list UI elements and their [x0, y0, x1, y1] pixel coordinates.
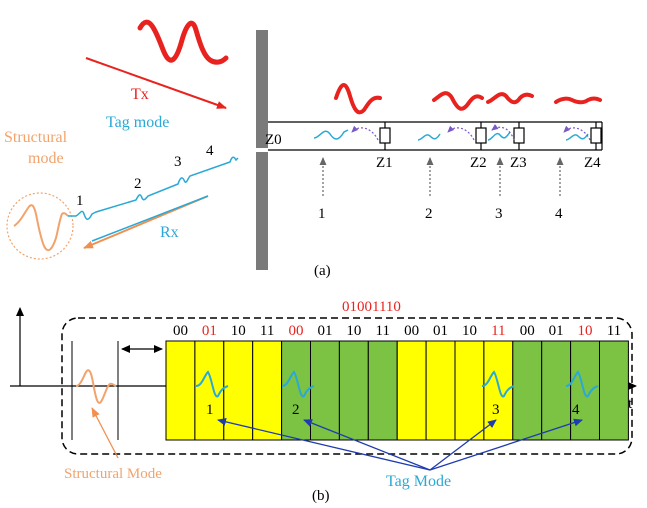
time-axis-label: t — [628, 396, 633, 412]
slot-code-1-0: 00 — [289, 323, 304, 339]
rx-line — [91, 195, 209, 242]
slot-0-0 — [165, 340, 196, 441]
reflect-arrow-2 — [447, 125, 475, 141]
slot-1-3 — [367, 340, 398, 441]
tag-mode-arrow-3 — [429, 419, 497, 471]
slot-code-3-3: 11 — [607, 323, 621, 339]
line-wavelet-4-icon — [565, 133, 589, 141]
load-label-z1: Z1 — [376, 155, 393, 171]
position-number-1: 1 — [318, 206, 326, 222]
antenna-wall-bottom — [256, 152, 268, 270]
echo-number-4: 4 — [206, 143, 214, 159]
slot-code-1-2: 10 — [346, 323, 361, 339]
rx-label: Rx — [160, 224, 179, 241]
antenna-wall-top — [256, 30, 268, 148]
echo-number-1: 1 — [76, 193, 84, 209]
received-trace — [68, 156, 239, 220]
load-label-z3: Z3 — [510, 155, 527, 171]
reflect-arrow-1 — [351, 125, 379, 141]
slot-2-2 — [454, 340, 485, 441]
structural-mode-arrow — [91, 407, 119, 459]
frame-dashed — [61, 317, 633, 455]
slot-code-3-1: 01 — [549, 323, 564, 339]
tag-pulse-3-icon — [481, 370, 515, 398]
echo-number-2: 2 — [134, 176, 142, 192]
echo-number-3: 3 — [174, 154, 182, 170]
slot-2-0 — [396, 340, 427, 441]
tag-mode-arrow-1 — [217, 417, 431, 471]
slot-code-0-2: 10 — [231, 323, 246, 339]
red-pulse-2-icon — [432, 91, 484, 111]
slot-code-0-1: 01 — [202, 323, 217, 339]
structural-waveform-icon — [13, 204, 69, 252]
tx-label: Tx — [131, 86, 149, 103]
structural-circle — [6, 192, 74, 260]
pulse-number-3: 3 — [492, 402, 500, 418]
bitstring: 01001110 — [342, 299, 401, 315]
structural-mode-label-1: Structural — [4, 129, 68, 146]
tag-mode-arrow-2 — [303, 419, 431, 471]
structural-mode-label: Structural Mode — [64, 466, 162, 482]
slot-code-2-2: 10 — [462, 323, 477, 339]
load-z1 — [379, 122, 391, 150]
position-number-2: 2 — [425, 206, 433, 222]
line-wavelet-3-icon — [487, 131, 511, 141]
tag-pulse-4-icon — [565, 370, 599, 398]
panel-b: t 00 01 10 11 00 01 10 11 00 01 10 11 00 01 10 11 01001… — [10, 299, 637, 504]
slot-3-3 — [599, 340, 629, 441]
reflect-arrow-4 — [563, 125, 591, 141]
pulse-number-4: 4 — [572, 402, 580, 418]
slot-code-0-3: 11 — [260, 323, 274, 339]
tag-pulse-2-icon — [281, 370, 315, 398]
red-pulse-1-icon — [334, 83, 382, 115]
pulse-number-2: 2 — [292, 402, 300, 418]
slot-2-1 — [425, 340, 456, 441]
slot-0-3 — [252, 340, 283, 441]
slot-code-3-2: 10 — [578, 323, 593, 339]
slot-code-1-1: 01 — [317, 323, 332, 339]
tag-mode-label-b: Tag Mode — [386, 473, 451, 490]
tag-mode-arrow-4 — [429, 418, 583, 471]
structural-mode-label-2: mode — [28, 150, 64, 167]
slot-code-2-1: 01 — [433, 323, 448, 339]
structural-mode-waveform-icon — [75, 369, 117, 404]
slot-code-1-3: 11 — [376, 323, 390, 339]
slot-1-1 — [310, 340, 340, 441]
pulse-number-1: 1 — [206, 402, 214, 418]
red-pulse-3-icon — [486, 92, 534, 105]
slot-3-0 — [512, 340, 543, 441]
tx-arrow — [85, 57, 227, 109]
slot-code-2-3: 11 — [491, 323, 505, 339]
slot-0-1 — [194, 340, 225, 441]
red-pulse-4-icon — [554, 96, 602, 105]
caption-b: (b) — [312, 488, 330, 504]
slot-3-2 — [570, 340, 600, 441]
slot-1-2 — [338, 340, 369, 441]
load-z3 — [513, 122, 525, 150]
time-slots: 00 01 10 11 00 01 10 11 00 01 10 11 00 01 10 11 — [165, 323, 629, 441]
slot-3-1 — [541, 340, 572, 441]
slot-code-2-0: 00 — [404, 323, 419, 339]
position-number-4: 4 — [555, 206, 563, 222]
position-number-3: 3 — [495, 206, 503, 222]
caption-a: (a) — [314, 263, 331, 279]
panel-a: Tx Tag mode Structural mode Rx 1 2 3 4 Z… — [4, 19, 603, 279]
load-label-z4: Z4 — [584, 155, 601, 171]
line-wavelet-1-icon — [313, 129, 349, 140]
port-label-z0: Z0 — [265, 132, 282, 148]
tag-mode-label: Tag mode — [106, 114, 169, 131]
tag-pulse-1-icon — [195, 370, 229, 398]
load-z2 — [475, 122, 487, 150]
slot-code-0-0: 00 — [173, 323, 188, 339]
line-wavelet-2-icon — [417, 133, 441, 141]
tx-pulse-icon — [137, 19, 229, 65]
load-label-z2: Z2 — [470, 155, 487, 171]
slot-code-3-0: 00 — [520, 323, 535, 339]
load-z4 — [590, 122, 602, 150]
